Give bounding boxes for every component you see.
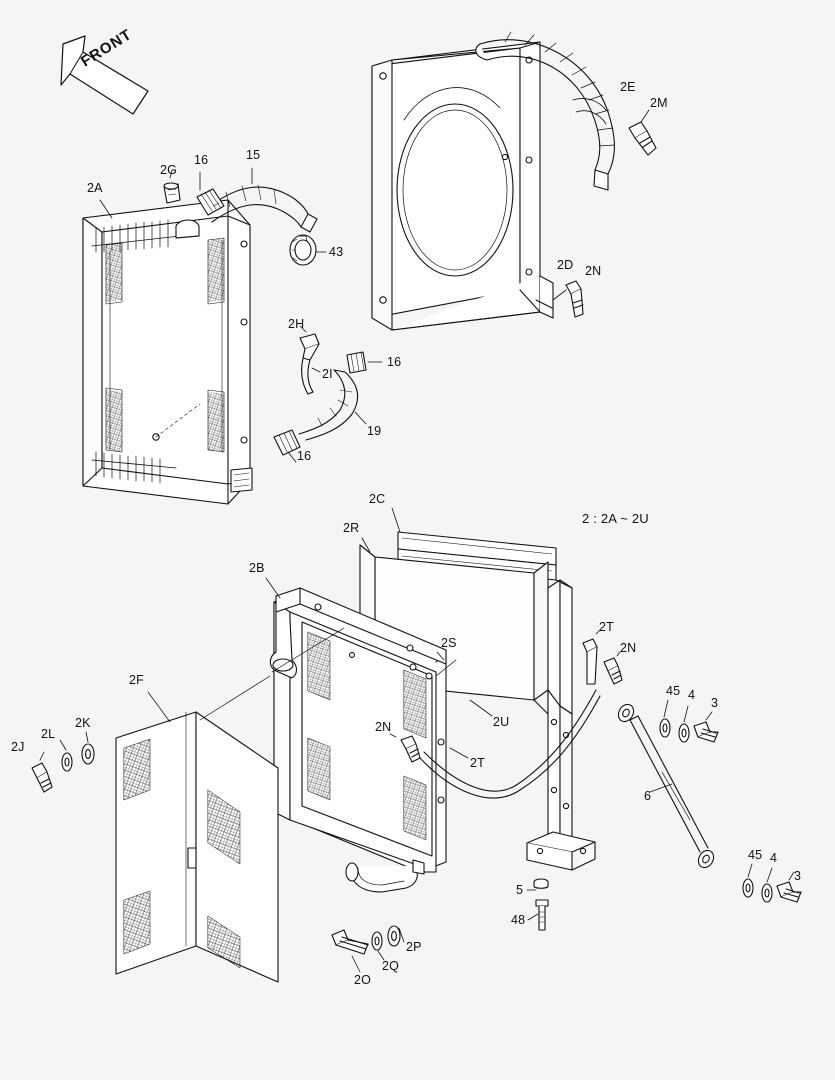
callout-4-upper: 4 xyxy=(688,688,696,702)
callout-2O: 2O xyxy=(354,973,372,987)
callout-2G: 2G xyxy=(160,163,178,177)
callout-16-top: 16 xyxy=(194,153,209,167)
callout-2M: 2M xyxy=(650,96,668,110)
callout-2C: 2C xyxy=(369,492,386,506)
callout-2J: 2J xyxy=(11,740,25,754)
callout-2N-right: 2N xyxy=(620,641,637,655)
callout-2I: 2I xyxy=(322,367,333,381)
callout-2P: 2P xyxy=(406,940,422,954)
callout-48: 48 xyxy=(511,913,526,927)
callout-3-lower: 3 xyxy=(794,869,802,883)
callout-2D: 2D xyxy=(557,258,574,272)
callout-45-upper: 45 xyxy=(666,684,681,698)
callout-2Q: 2Q xyxy=(382,959,400,973)
callout-6: 6 xyxy=(644,789,652,803)
callout-2N-left: 2N xyxy=(375,720,392,734)
callout-2U: 2U xyxy=(493,715,510,729)
group-note: 2 : 2A ~ 2U xyxy=(582,511,649,526)
callout-2R: 2R xyxy=(343,521,360,535)
callout-2T-right: 2T xyxy=(599,620,614,634)
callout-43: 43 xyxy=(329,245,344,259)
callout-5: 5 xyxy=(516,883,524,897)
callout-2E: 2E xyxy=(620,80,636,94)
callout-2F: 2F xyxy=(129,673,144,687)
callout-16-mid: 16 xyxy=(387,355,402,369)
callout-45-lower: 45 xyxy=(748,848,763,862)
callout-4-lower: 4 xyxy=(770,851,778,865)
callout-2A: 2A xyxy=(87,181,103,195)
callout-15: 15 xyxy=(246,148,261,162)
callout-2H: 2H xyxy=(288,317,305,331)
callout-2S: 2S xyxy=(441,636,457,650)
callout-2L: 2L xyxy=(41,727,56,741)
callout-19: 19 xyxy=(367,424,382,438)
callout-2B: 2B xyxy=(249,561,265,575)
callout-2K: 2K xyxy=(75,716,91,730)
callout-16-low: 16 xyxy=(297,449,312,463)
callout-2N-top: 2N xyxy=(585,264,602,278)
callout-2T-left: 2T xyxy=(470,756,485,770)
callout-3-upper: 3 xyxy=(711,696,719,710)
